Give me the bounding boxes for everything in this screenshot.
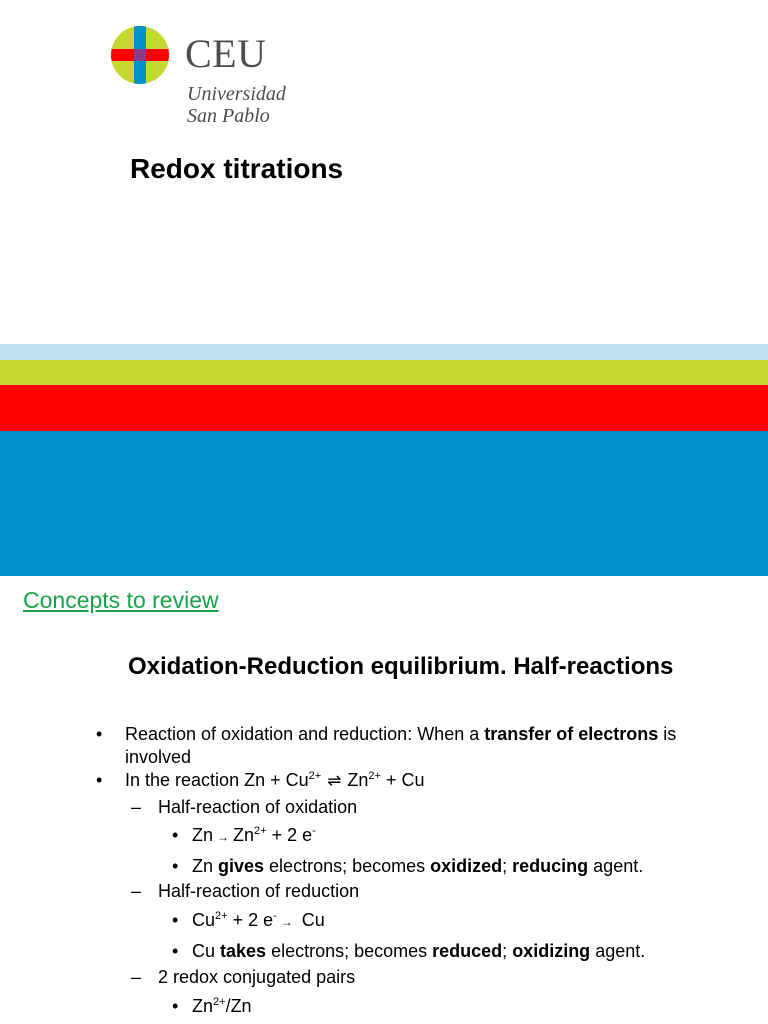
text: Zn [192, 996, 214, 1016]
sub-sub-item: Cu2+ + 2 e-→ Cu [192, 909, 325, 934]
text-bold: gives [218, 856, 265, 876]
text-bold: reduced [432, 941, 503, 961]
text: is [658, 724, 677, 744]
text: agent. [588, 856, 644, 876]
dash-marker: – [131, 881, 142, 901]
text: ; [502, 856, 513, 876]
title-slide: CEU Universidad San Pablo Redox titratio… [0, 20, 768, 576]
text-bold: oxidized [430, 856, 503, 876]
text: Zn [233, 825, 255, 845]
logo-brand: CEU [185, 31, 267, 76]
superscript: 2+ [215, 910, 228, 922]
text: electrons; becomes [264, 856, 431, 876]
text-bold: transfer of electrons [484, 724, 659, 744]
superscript: 2+ [308, 770, 322, 782]
bullet-marker: • [96, 770, 103, 790]
content-slide: Concepts to review Oxidation-Reduction e… [0, 576, 768, 1024]
text-bold: takes [220, 941, 267, 961]
text-bold: reducing [512, 856, 589, 876]
text: Cu [192, 941, 221, 961]
bullet-marker: • [172, 856, 179, 876]
logo-subtitle: Universidad San Pablo [187, 83, 286, 127]
bullet-marker: • [96, 724, 103, 744]
text: + Cu [380, 770, 425, 790]
text-bold: oxidizing [512, 941, 591, 961]
equilibrium-arrow-icon: ⇌ [327, 771, 342, 790]
text: Cu [296, 910, 325, 930]
text: Cu [192, 910, 216, 930]
band-green [0, 360, 768, 385]
superscript: 2+ [254, 825, 267, 837]
list-item: Reaction of oxidation and reduction: Whe… [125, 723, 676, 746]
logo-line1: Universidad [187, 83, 286, 105]
superscript: 2+ [213, 996, 226, 1008]
band-light-blue [0, 344, 768, 360]
ceu-emblem-icon [111, 26, 169, 84]
sub-item: 2 redox conjugated pairs [158, 967, 356, 987]
sub-sub-item: Zn→Zn2+ + 2 e- [192, 824, 316, 849]
sub-sub-item: Zn gives electrons; becomes oxidized; re… [192, 855, 643, 878]
bullet-marker: • [172, 996, 179, 1016]
text: agent. [590, 941, 646, 961]
bullet-marker: • [172, 825, 179, 845]
text: Zn [192, 825, 214, 845]
sub-item: Half-reaction of reduction [158, 881, 360, 901]
band-red [0, 385, 768, 431]
text: Reaction of oxidation and reduction: Whe… [125, 724, 485, 744]
sub-item: Half-reaction of oxidation [158, 797, 358, 817]
bullet-marker: • [172, 941, 179, 961]
ceu-logo: CEU Universidad San Pablo [105, 20, 300, 130]
superscript: - [312, 825, 316, 837]
text: /Zn [225, 996, 252, 1016]
concepts-link[interactable]: Concepts to review [23, 587, 219, 613]
superscript: - [273, 910, 277, 922]
slide-title: Redox titrations [130, 153, 344, 184]
text: + 2 e [266, 825, 313, 845]
text: + 2 e [227, 910, 274, 930]
text: electrons; becomes [266, 941, 433, 961]
superscript: 2+ [368, 770, 381, 782]
dash-marker: – [131, 967, 142, 987]
bullet-marker: • [172, 910, 179, 930]
list-item-continuation: involved [125, 747, 192, 767]
logo-line2: San Pablo [187, 105, 270, 127]
dash-marker: – [131, 797, 142, 817]
arrow-icon: → [217, 830, 230, 844]
band-blue [0, 431, 768, 576]
sub-sub-item: Zn2+/Zn [192, 995, 252, 1018]
list-item: In the reaction Zn + Cu2+⇌Zn2+ + Cu [125, 769, 425, 792]
slide-title-2: Oxidation-Reduction equilibrium. Half-re… [128, 653, 674, 680]
text: ; [502, 941, 513, 961]
text: Zn [192, 856, 219, 876]
text: In the reaction Zn + Cu [125, 770, 309, 790]
sub-sub-item: Cu takes electrons; becomes reduced; oxi… [192, 940, 645, 963]
arrow-icon: → [280, 915, 293, 929]
text: Zn [347, 770, 369, 790]
